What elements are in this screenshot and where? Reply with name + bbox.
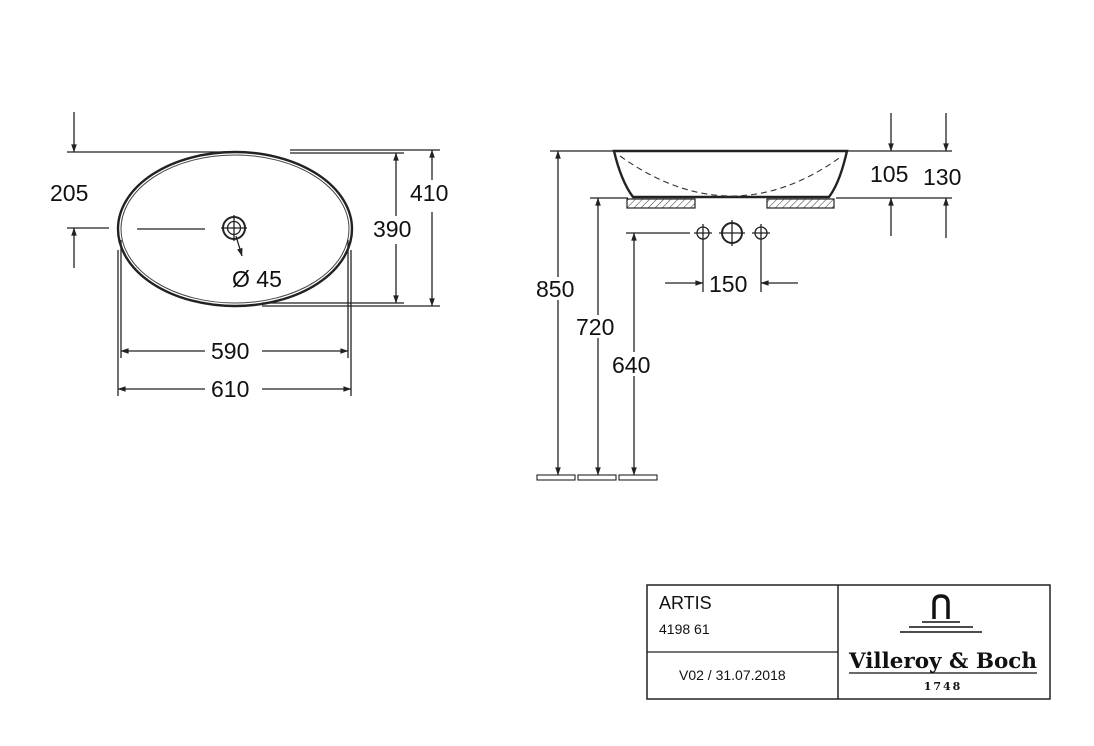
dim-410-390 <box>262 149 440 307</box>
side-view: 150 105 130 850 720 640 <box>536 113 961 481</box>
top-view: Ø 45 205 410 390 <box>50 112 448 402</box>
brand-name: Villeroy & Boch <box>848 648 1037 673</box>
dim-610-label: 610 <box>211 376 249 402</box>
hole-diameter-label: Ø 45 <box>232 266 282 292</box>
countertop-left <box>626 198 696 209</box>
dim-390-label: 390 <box>373 216 411 242</box>
article-number: 4198 61 <box>659 621 710 637</box>
dim-590-label: 590 <box>211 338 249 364</box>
dim-150-label: 150 <box>709 271 747 297</box>
dim-850-label: 850 <box>536 276 574 302</box>
countertop-right <box>766 198 835 209</box>
basin-profile <box>612 149 849 199</box>
version-date: V02 / 31.07.2018 <box>679 667 786 683</box>
dim-205-label: 205 <box>50 180 88 206</box>
product-name: ARTIS <box>659 593 712 613</box>
dim-590-610 <box>117 240 352 396</box>
tap-holes <box>694 220 770 246</box>
dim-640-label: 640 <box>612 352 650 378</box>
dim-heights <box>536 150 658 481</box>
dim-130-label: 130 <box>923 164 961 190</box>
drain-hole <box>221 215 247 257</box>
dim-105-label: 105 <box>870 161 908 187</box>
dim-410-label: 410 <box>410 180 448 206</box>
brand-year: 1748 <box>924 680 963 693</box>
dim-720-label: 720 <box>576 314 614 340</box>
dim-105-130 <box>888 113 949 238</box>
basin-inner-contour <box>619 155 843 197</box>
dim-150 <box>665 242 798 292</box>
brand-logo-icon <box>900 594 982 633</box>
title-block: ARTIS 4198 61 V02 / 31.07.2018 Villeroy … <box>646 584 1051 700</box>
dim-205 <box>67 112 238 268</box>
basin-outline-inner <box>120 154 350 304</box>
